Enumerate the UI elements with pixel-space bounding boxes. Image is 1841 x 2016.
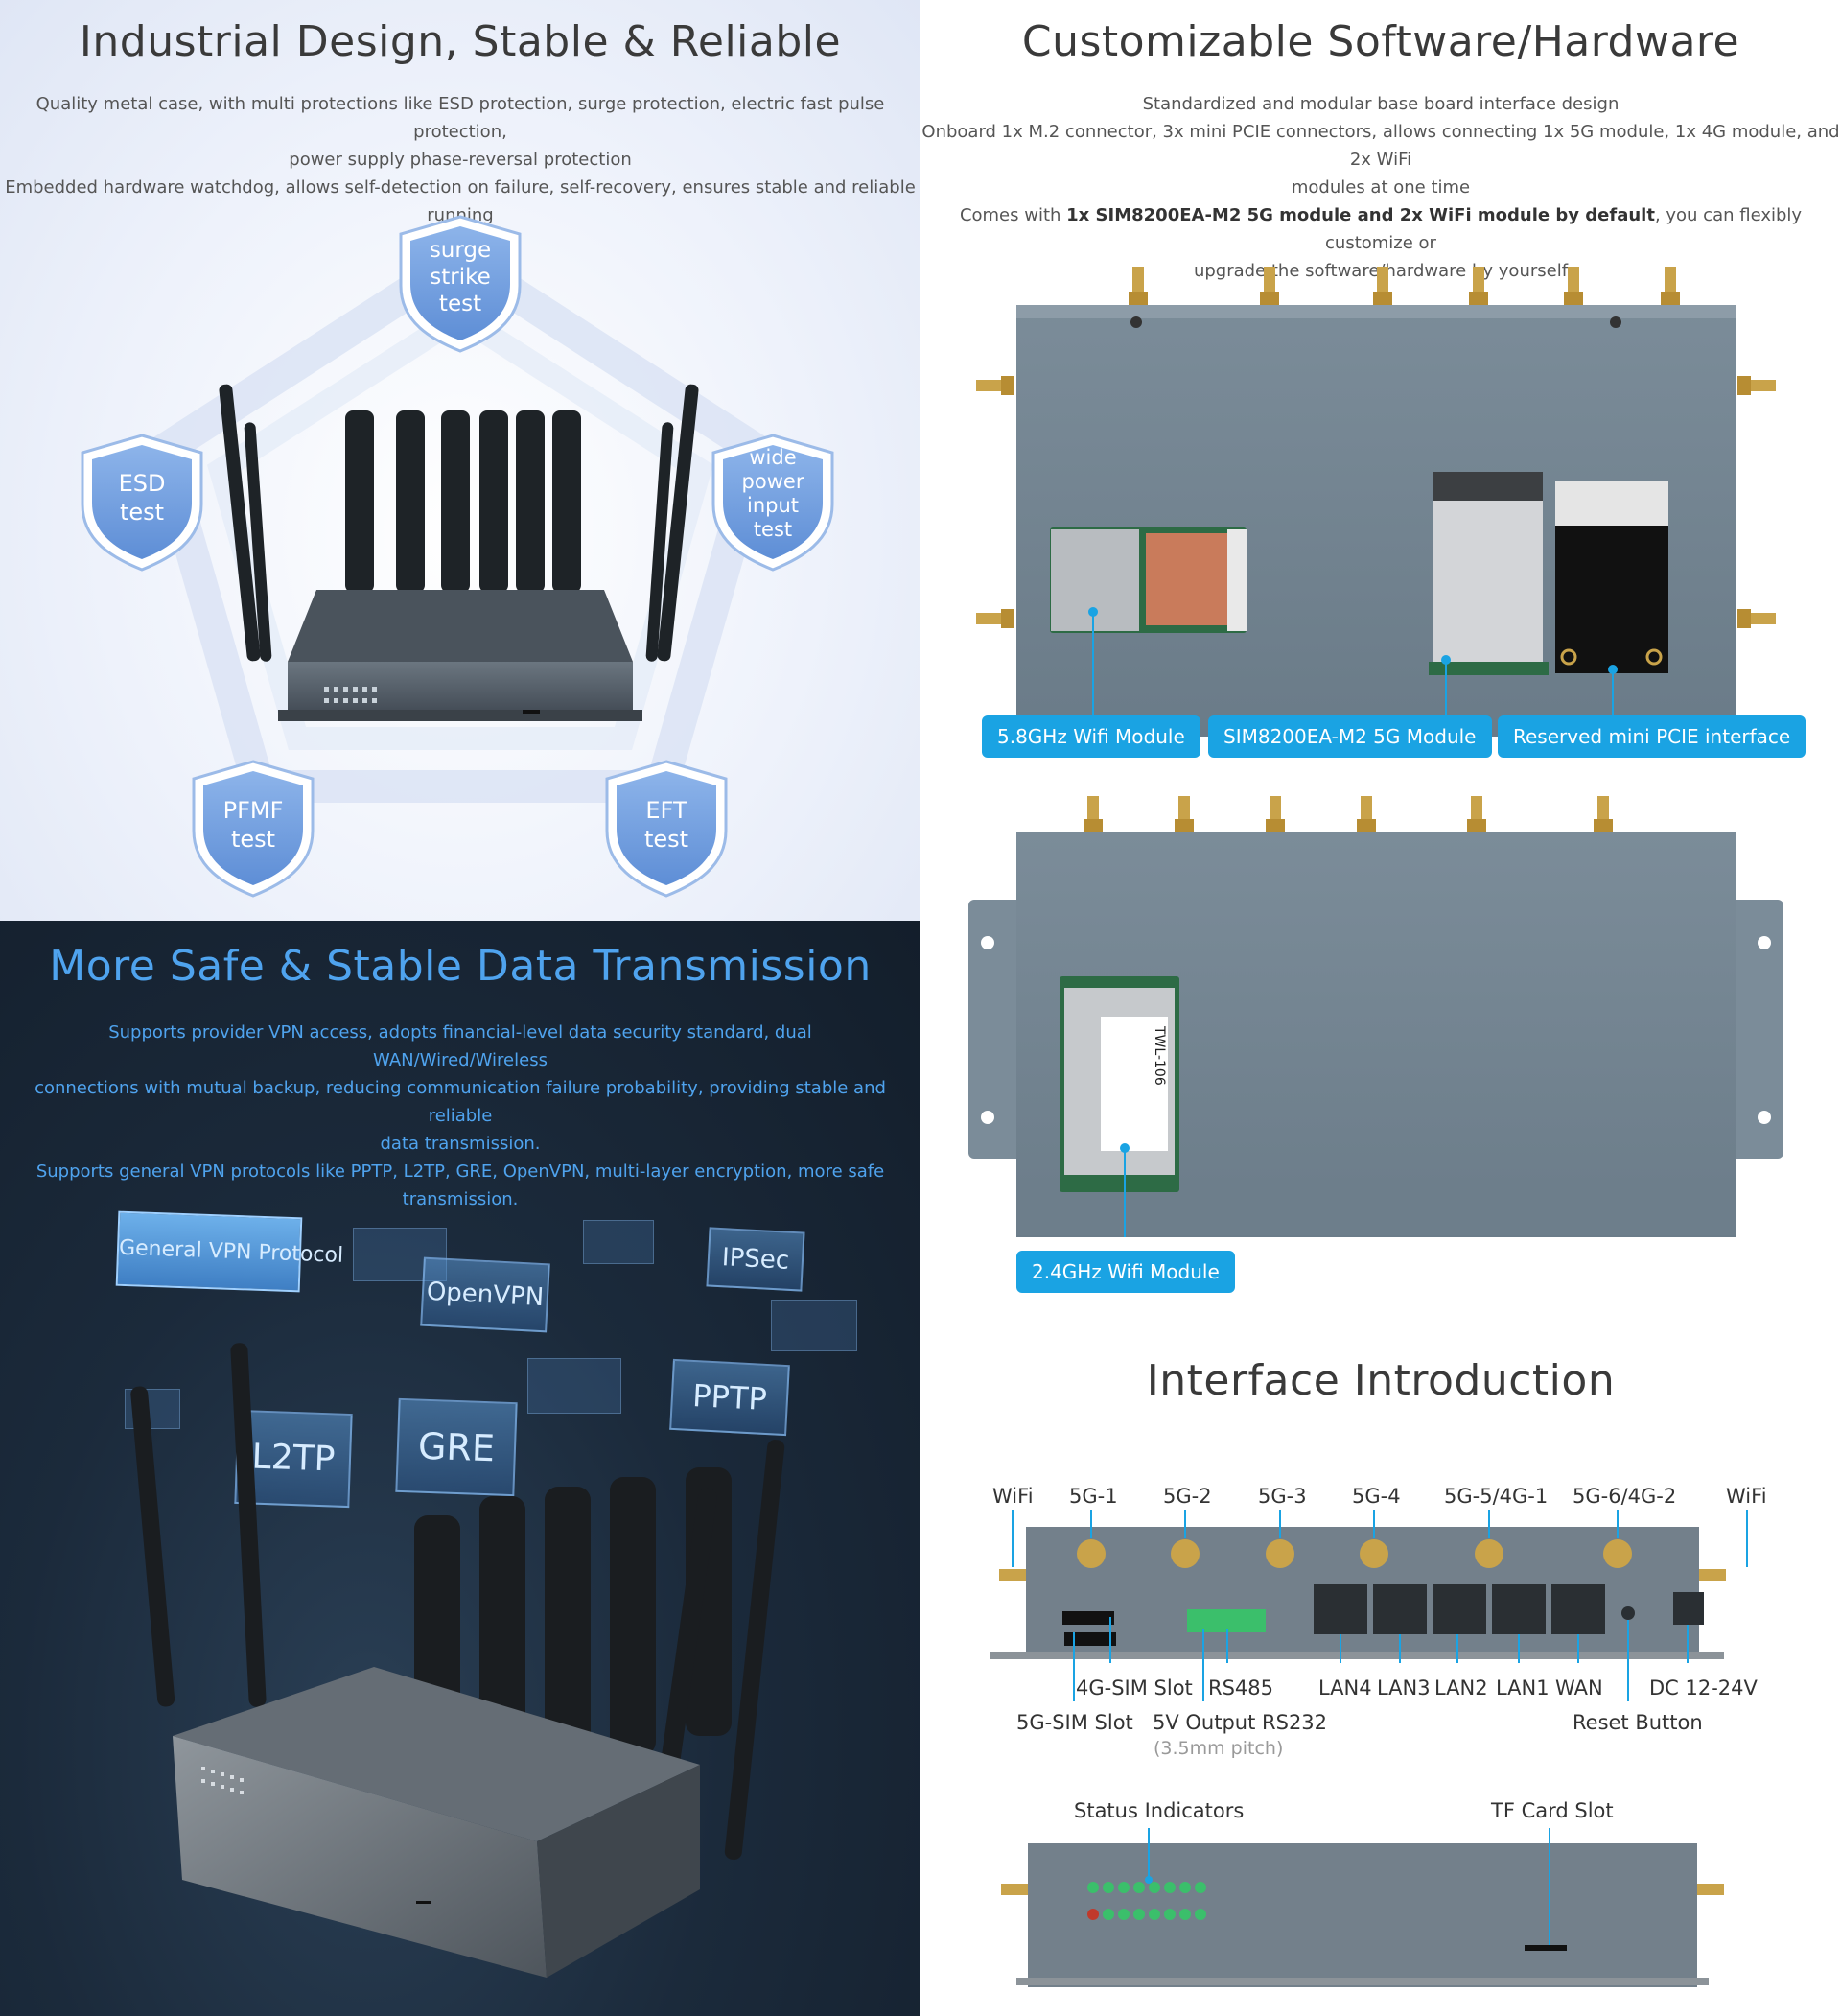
custom-description: Standardized and modular base board inte… bbox=[920, 90, 1841, 285]
tag-5-8ghz-wifi-module: 5.8GHz Wifi Module bbox=[982, 715, 1200, 758]
svg-text:test: test bbox=[231, 826, 275, 853]
label-status-indicators: Status Indicators bbox=[1074, 1799, 1245, 1822]
label-5g-3: 5G-3 bbox=[1258, 1485, 1307, 1508]
security-line-1: Supports provider VPN access, adopts fin… bbox=[108, 1022, 812, 1070]
security-panel: More Safe & Stable Data Transmission Sup… bbox=[0, 921, 920, 2016]
front-panel-image bbox=[990, 1510, 1748, 1701]
label-lan1: LAN1 bbox=[1496, 1676, 1550, 1700]
svg-text:power: power bbox=[742, 470, 804, 493]
security-title: More Safe & Stable Data Transmission bbox=[49, 942, 872, 991]
svg-text:test: test bbox=[439, 292, 481, 316]
label-5g-4: 5G-4 bbox=[1352, 1485, 1401, 1508]
durability-line-1: Quality metal case, with multi protectio… bbox=[35, 94, 885, 142]
label-5g-sim-slot: 5G-SIM Slot bbox=[1016, 1711, 1133, 1734]
svg-text:PFMF: PFMF bbox=[223, 797, 284, 824]
svg-text:test: test bbox=[120, 499, 164, 526]
router-image bbox=[219, 384, 699, 721]
shield-surge: surge strike test bbox=[399, 215, 522, 353]
label-5g-5-4g-1: 5G-5/4G-1 bbox=[1444, 1485, 1549, 1508]
rear-panel-image bbox=[1001, 1828, 1724, 1987]
durability-line-2: power supply phase-reversal protection bbox=[289, 150, 632, 170]
label-tf-card-slot: TF Card Slot bbox=[1491, 1799, 1614, 1822]
svg-text:ESD: ESD bbox=[119, 470, 166, 497]
label-wifi-left: WiFi bbox=[992, 1485, 1034, 1508]
label-wifi-right: WiFi bbox=[1726, 1485, 1767, 1508]
custom-line-4: Comes with 1x SIM8200EA-M2 5G module and… bbox=[959, 205, 1803, 253]
board-bottom-image: TWL-106 bbox=[968, 796, 1783, 1237]
shield-power: wide power input test bbox=[711, 434, 834, 572]
label-lan2: LAN2 bbox=[1434, 1676, 1488, 1700]
security-line-2: connections with mutual backup, reducing… bbox=[35, 1078, 886, 1126]
label-4g-sim-slot: 4G-SIM Slot bbox=[1076, 1676, 1193, 1700]
interface-title: Interface Introduction bbox=[1146, 1356, 1616, 1405]
security-line-4: Supports general VPN protocols like PPTP… bbox=[35, 1161, 885, 1182]
svg-text:test: test bbox=[754, 518, 792, 541]
durability-panel: Industrial Design, Stable & Reliable Qua… bbox=[0, 0, 920, 921]
custom-title: Customizable Software/Hardware bbox=[1021, 17, 1740, 66]
durability-graphic: surge strike test ESD test wide power in… bbox=[81, 215, 834, 898]
label-lan3: LAN3 bbox=[1377, 1676, 1431, 1700]
svg-text:strike: strike bbox=[430, 265, 491, 290]
svg-text:wide: wide bbox=[749, 446, 796, 469]
security-line-5: transmission. bbox=[402, 1189, 519, 1209]
svg-text:TWL-106: TWL-106 bbox=[1152, 1025, 1167, 1086]
label-lan4: LAN4 bbox=[1318, 1676, 1372, 1700]
custom-line-1: Standardized and modular base board inte… bbox=[1142, 94, 1620, 114]
label-dc: DC 12-24V bbox=[1649, 1676, 1758, 1700]
security-router-image bbox=[130, 1343, 785, 1978]
svg-text:test: test bbox=[644, 826, 688, 853]
svg-text:EFT: EFT bbox=[645, 797, 687, 824]
tag-5g-module: SIM8200EA-M2 5G Module bbox=[1208, 715, 1492, 758]
custom-line-2: Onboard 1x M.2 connector, 3x mini PCIE c… bbox=[921, 122, 1840, 170]
shield-pfmf: PFMF test bbox=[192, 760, 315, 898]
customization-panel: Customizable Software/Hardware Standardi… bbox=[920, 0, 1841, 2016]
label-rs232: 5V Output RS232 bbox=[1153, 1711, 1328, 1734]
label-rs485: RS485 bbox=[1208, 1676, 1274, 1700]
label-5g-6-4g-2: 5G-6/4G-2 bbox=[1573, 1485, 1677, 1508]
label-reset-button: Reset Button bbox=[1573, 1711, 1703, 1734]
durability-title: Industrial Design, Stable & Reliable bbox=[79, 17, 842, 66]
svg-text:input: input bbox=[747, 494, 799, 517]
security-line-3: data transmission. bbox=[380, 1134, 541, 1154]
label-5g-1: 5G-1 bbox=[1069, 1485, 1118, 1508]
security-description: Supports provider VPN access, adopts fin… bbox=[29, 1019, 892, 1213]
shield-esd: ESD test bbox=[81, 434, 203, 572]
label-5g-2: 5G-2 bbox=[1163, 1485, 1212, 1508]
label-pitch: (3.5mm pitch) bbox=[1154, 1738, 1284, 1759]
board-top-image bbox=[976, 267, 1776, 737]
tag-2-4ghz-wifi-module: 2.4GHz Wifi Module bbox=[1016, 1251, 1235, 1293]
custom-line-3: modules at one time bbox=[1291, 177, 1471, 198]
tag-reserved-pcie: Reserved mini PCIE interface bbox=[1498, 715, 1806, 758]
shield-eft: EFT test bbox=[605, 760, 728, 898]
label-wan: WAN bbox=[1555, 1676, 1603, 1700]
svg-text:surge: surge bbox=[430, 238, 491, 263]
